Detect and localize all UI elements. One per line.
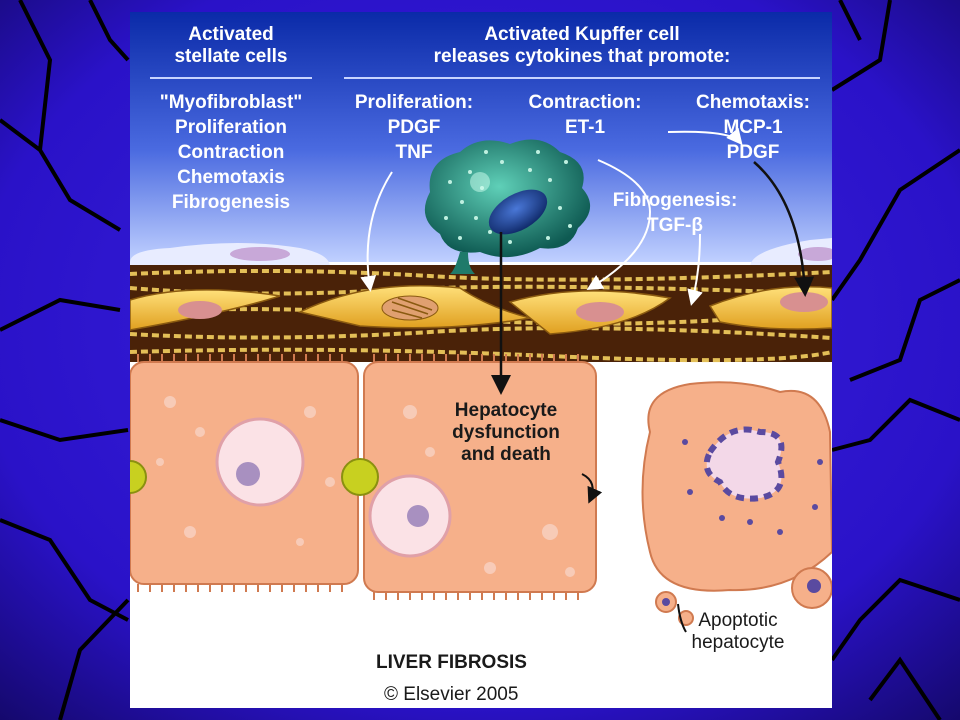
endothelial-nucleus [798, 247, 832, 261]
apoptotic-hepatocyte-label: Apoptotic hepatocyte [691, 610, 785, 653]
bile-canaliculus [130, 460, 147, 494]
kupffer-cell [424, 139, 591, 274]
chemotaxis-arrow [753, 161, 815, 297]
figure-illustration [130, 12, 832, 633]
contraction-cytokines: Contraction: ET-1 [528, 92, 642, 138]
bile-canaliculus [341, 458, 379, 496]
dysfunction-arrow-2 [581, 473, 603, 504]
hepatocyte-dysfunction-label: Hepatocyte dysfunction and death [452, 400, 560, 465]
endothelial-nucleus [230, 247, 290, 261]
copyright-notice: © Elsevier 2005 [384, 684, 519, 705]
kupffer-granules [444, 150, 572, 244]
microvilli [137, 354, 579, 600]
liver-fibrosis-figure: Activated stellate cells Activated Kupff… [130, 12, 832, 708]
chemotaxis-cytokines: Chemotaxis: MCP-1 PDGF [695, 92, 811, 163]
stellate-features-list: "Myofibroblast" Proliferation Contractio… [159, 92, 303, 213]
hepatocytes [130, 361, 832, 626]
cytokine-arrows [360, 127, 743, 306]
kupffer-header: Activated Kupffer cell releases cytokine… [433, 24, 731, 67]
apoptotic-pointer [677, 603, 687, 633]
stellate-cells [130, 284, 832, 335]
figure-caption: LIVER FIBROSIS [376, 652, 527, 673]
fibrogenesis-cytokines: Fibrogenesis: TGF-β [612, 190, 738, 236]
stellate-header: Activated stellate cells [174, 24, 288, 67]
proliferation-cytokines: Proliferation: PDGF TNF [354, 92, 474, 163]
